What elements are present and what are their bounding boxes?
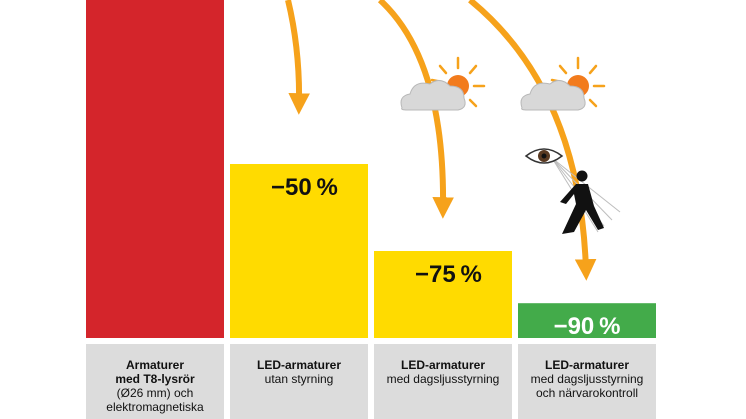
category-title: LED-armaturer — [256, 358, 342, 372]
bar-4 — [518, 303, 656, 338]
savings-arrow-1 — [285, 0, 310, 115]
category-line: med T8-lysrör — [115, 372, 195, 386]
category-line: (Ø26 mm) och — [116, 386, 194, 400]
savings-arrow-3 — [468, 0, 597, 281]
category-line: och närvarokontroll — [535, 386, 639, 400]
bar-3 — [374, 251, 512, 338]
category-line: med dagsljusstyrning — [530, 372, 644, 386]
category-line: elektromagnetiska — [106, 400, 204, 414]
data-label-2: −50 % — [271, 174, 338, 201]
category-line: med dagsljusstyrning — [386, 372, 500, 386]
bar-2 — [230, 164, 368, 338]
sun-behind-cloud-icon — [400, 56, 486, 111]
data-label-3: −75 % — [415, 261, 482, 288]
category-title: LED-armaturer — [400, 358, 486, 372]
savings-arrow-2 — [377, 0, 454, 219]
category-line: utan styrning — [264, 372, 334, 386]
bar-1 — [86, 0, 224, 338]
category-title: Armaturer — [125, 358, 185, 372]
sun-behind-cloud-icon — [520, 56, 606, 111]
walking-person-icon — [560, 170, 604, 234]
category-title: LED-armaturer — [544, 358, 630, 372]
data-label-4: −90 % — [554, 313, 621, 340]
